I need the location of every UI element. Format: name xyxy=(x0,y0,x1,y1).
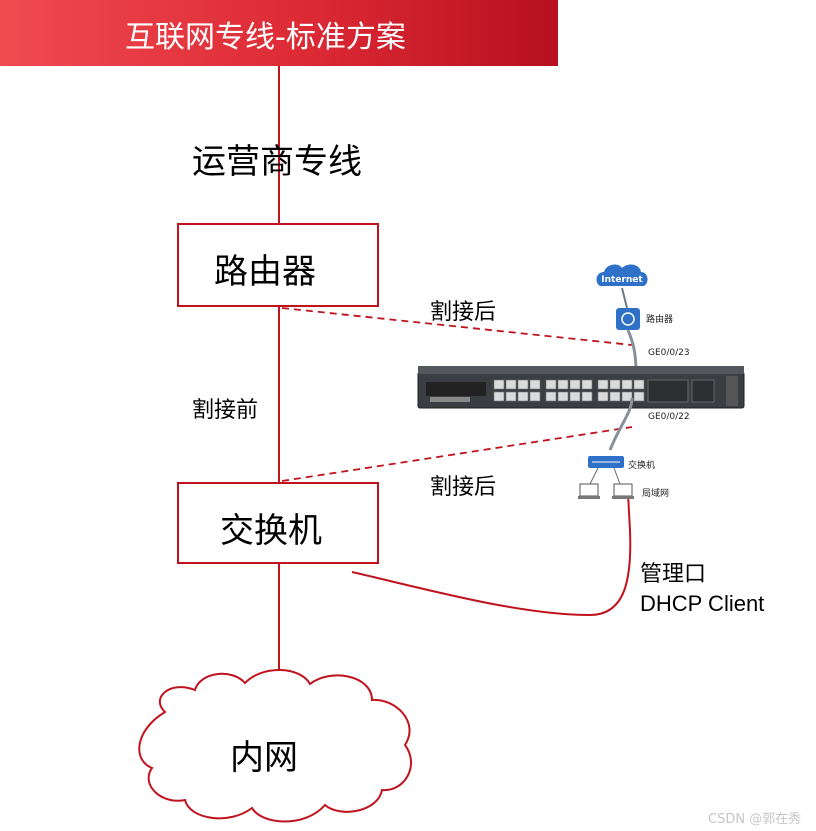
switch-cable-icon xyxy=(608,397,634,451)
switch-port xyxy=(581,379,593,390)
switch-port xyxy=(505,379,517,390)
intranet-label: 内网 xyxy=(230,738,298,778)
title-banner: 互联网专线-标准方案 xyxy=(0,0,558,66)
switch-port xyxy=(557,391,569,402)
switch-port xyxy=(621,391,633,402)
pc-icon xyxy=(578,483,600,499)
internet-router-cable xyxy=(621,287,628,309)
switch-port xyxy=(517,379,529,390)
lan-cable-right xyxy=(613,467,621,485)
banner-title: 互联网专线-标准方案 xyxy=(125,20,406,55)
internet-cloud-icon xyxy=(596,264,648,286)
watermark: CSDN @郭在秀 xyxy=(708,812,802,827)
switch-box xyxy=(177,482,379,564)
switch-port xyxy=(621,379,633,390)
internet-label: Internet xyxy=(601,275,643,285)
router-label: 路由器 xyxy=(214,252,316,292)
after-cutover-label-lower: 割接后 xyxy=(430,475,497,500)
switch-port xyxy=(569,391,581,402)
switch-port xyxy=(545,391,557,402)
switch-port xyxy=(569,379,581,390)
switch-port xyxy=(609,391,621,402)
management-port-label: 管理口 xyxy=(640,561,707,586)
router-cable-icon xyxy=(626,329,638,373)
inset-lan-label: 局域网 xyxy=(642,489,670,499)
cutover-link-router xyxy=(281,307,633,346)
switch-port xyxy=(493,391,505,402)
router-icon xyxy=(616,308,640,330)
port-upper-label: GE0/0/23 xyxy=(648,348,690,358)
router-box xyxy=(177,223,379,307)
switch-port xyxy=(597,391,609,402)
switch-port xyxy=(581,391,593,402)
inset-router-label: 路由器 xyxy=(646,315,674,325)
switch-device-image xyxy=(417,366,745,409)
switch-port xyxy=(633,379,645,390)
switch-port xyxy=(529,391,541,402)
switch-port xyxy=(609,379,621,390)
switch-port xyxy=(493,379,505,390)
router-icon-mark xyxy=(621,312,635,326)
switch-port xyxy=(633,391,645,402)
switch-port xyxy=(517,391,529,402)
intranet-cloud xyxy=(138,669,412,823)
switch-port xyxy=(529,379,541,390)
dhcp-client-label: DHCP Client xyxy=(640,591,765,616)
switch-port xyxy=(545,379,557,390)
lan-cable-left xyxy=(589,467,599,485)
carrier-line-label: 运营商专线 xyxy=(192,142,362,182)
management-link xyxy=(351,493,632,617)
switch-port xyxy=(597,379,609,390)
port-lower-label: GE0/0/22 xyxy=(648,412,690,422)
switch-port xyxy=(505,391,517,402)
pc-icon xyxy=(612,483,634,499)
inset-switch-label: 交换机 xyxy=(628,461,656,471)
switch-port xyxy=(557,379,569,390)
switch-label: 交换机 xyxy=(220,511,322,551)
before-cutover-label: 割接前 xyxy=(192,398,259,423)
after-cutover-label-upper: 割接后 xyxy=(430,300,497,325)
